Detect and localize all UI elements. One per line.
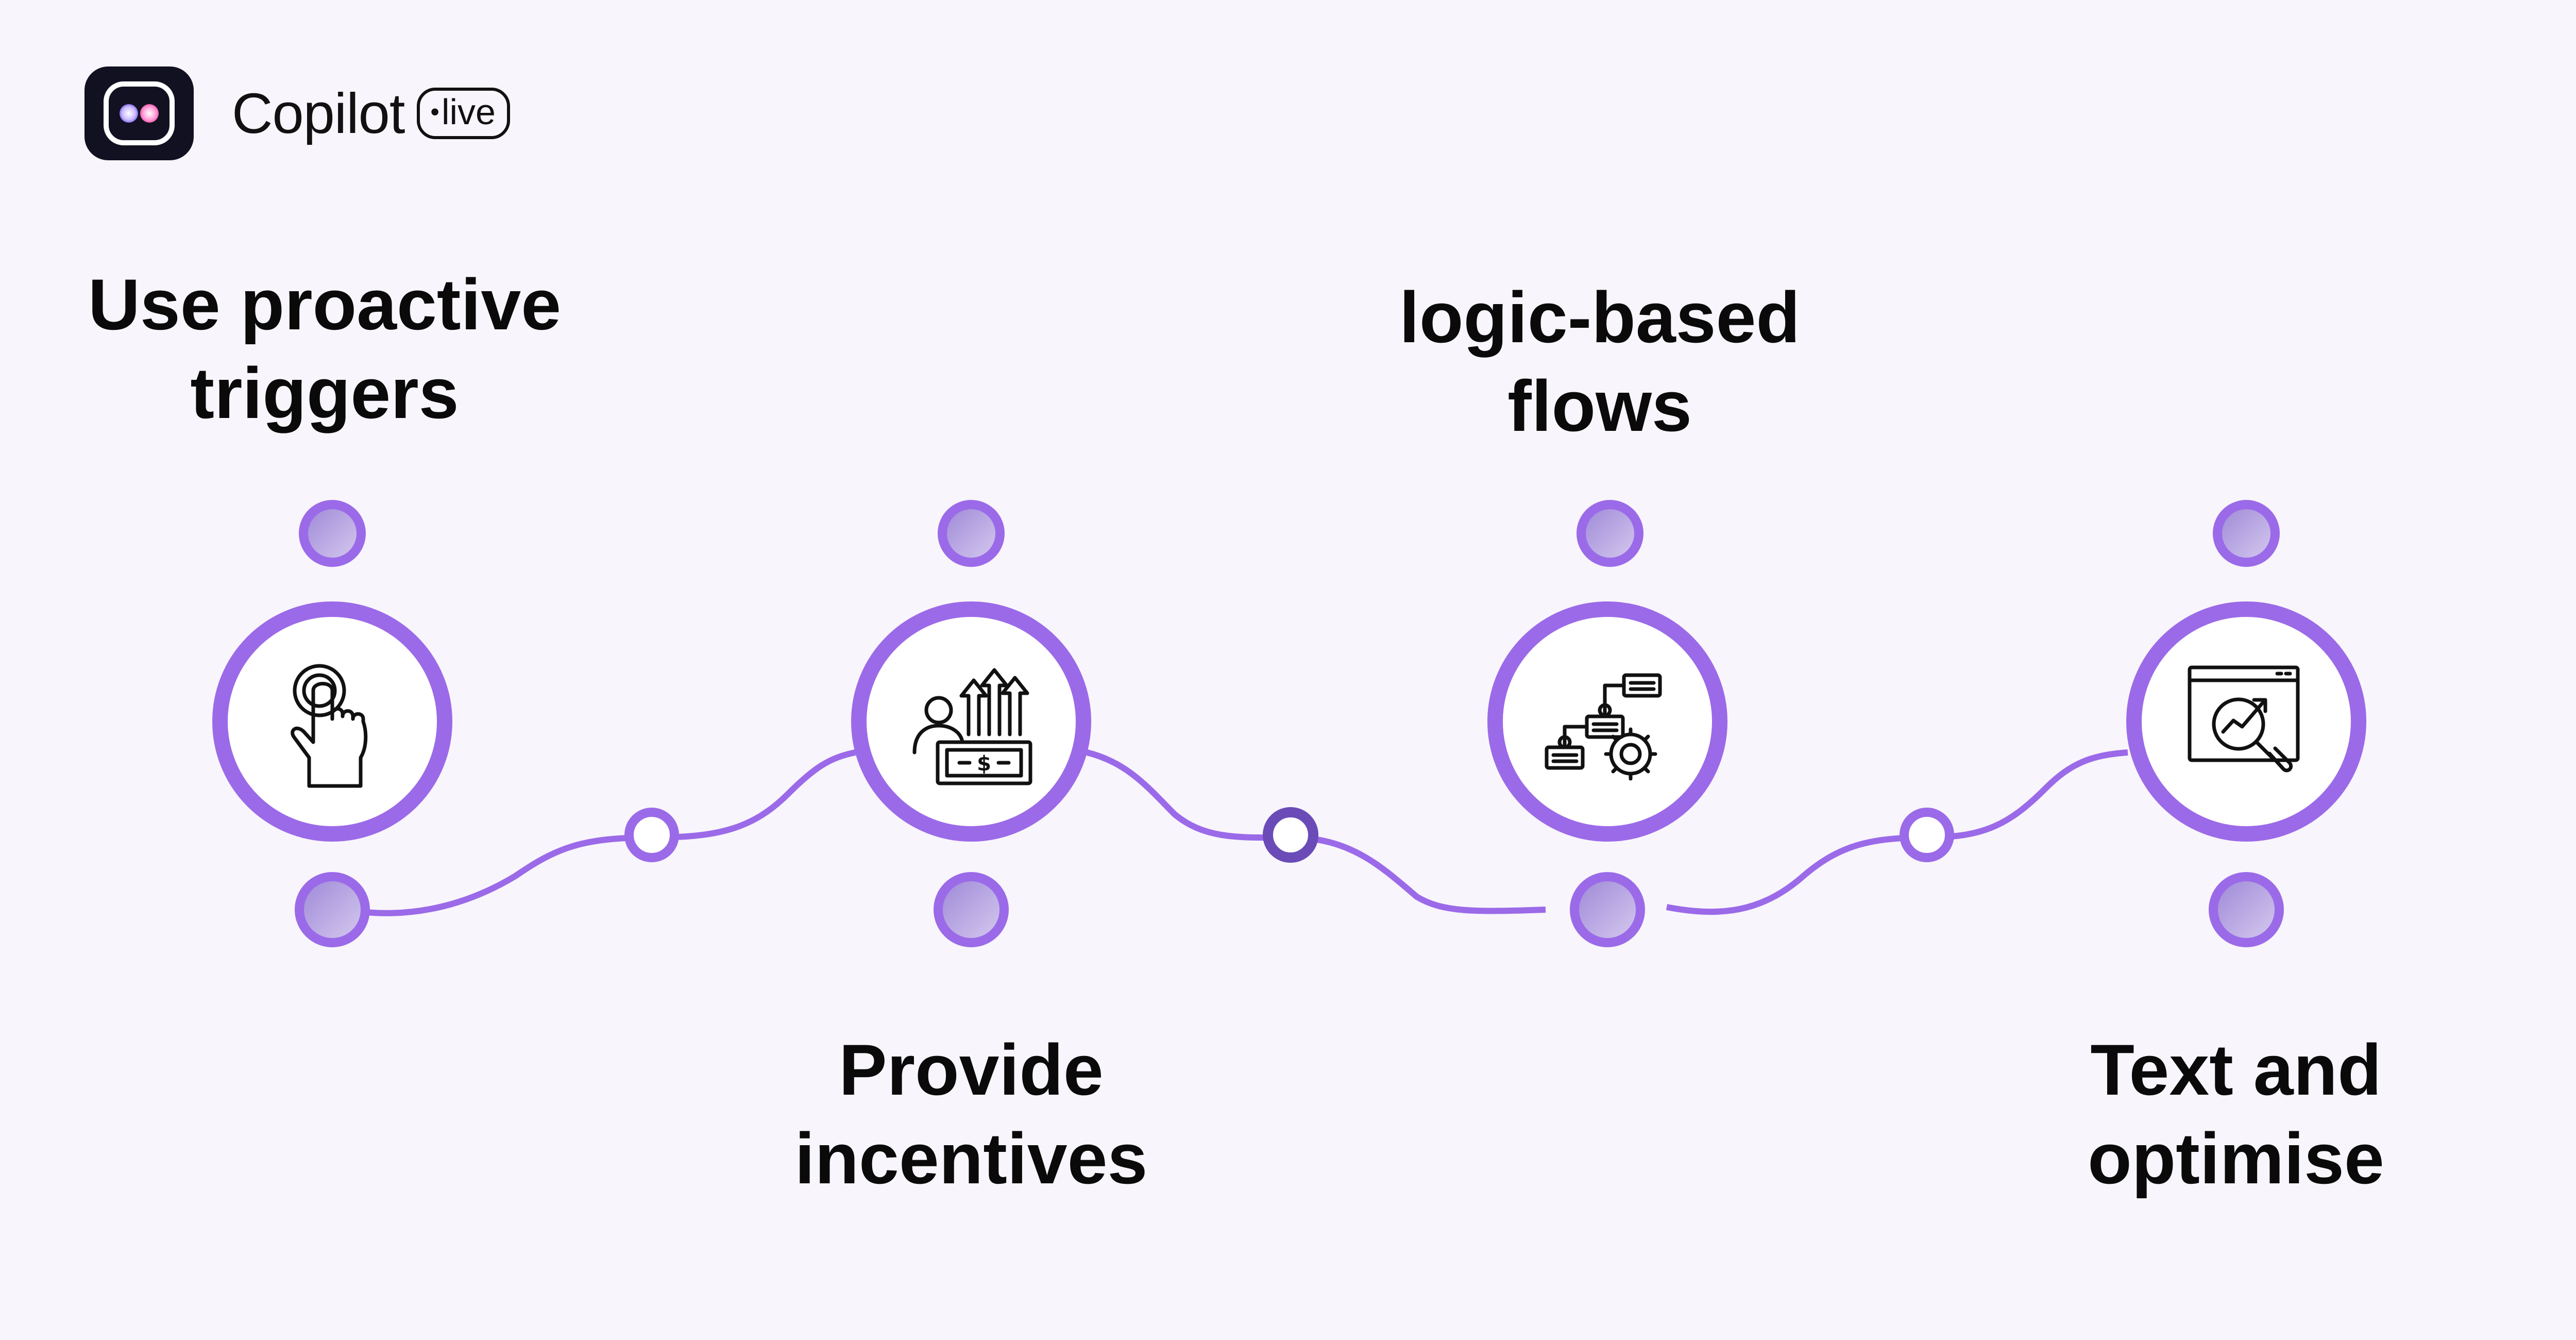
connector-node	[1900, 808, 1954, 862]
money-growth-icon: $	[912, 668, 1032, 785]
step-3-title: logic-based flows	[1316, 273, 1883, 450]
step-3-title-line1: logic-based	[1399, 277, 1800, 358]
step-1-title-line1: Use proactive	[88, 264, 562, 345]
step-1-title: Use proactive triggers	[41, 260, 608, 438]
step-4-title: Text and optimise	[1953, 1026, 2519, 1203]
step-2-title: Provide incentives	[688, 1026, 1255, 1203]
step-1-bottom-dot	[295, 872, 370, 947]
step-3-circle	[1487, 601, 1727, 842]
brand-logo: Copilot •live	[82, 64, 510, 162]
brand-badge: •live	[417, 88, 510, 139]
step-1-title-line2: triggers	[190, 353, 459, 433]
brand-badge-label: live	[441, 92, 496, 132]
connector-node	[624, 808, 679, 862]
copilot-logo-icon	[84, 66, 194, 160]
connector-wave	[1666, 749, 2128, 915]
flowchart-gear-icon	[1545, 673, 1662, 781]
step-4-bottom-dot	[2209, 872, 2284, 947]
step-4-title-line1: Text and	[2090, 1029, 2382, 1110]
step-4-title-line2: optimise	[2088, 1118, 2384, 1199]
brand-name: Copilot	[232, 81, 405, 145]
step-1-top-dot	[299, 500, 366, 567]
tap-hand-icon	[291, 664, 368, 788]
step-1-circle	[212, 601, 452, 842]
svg-text:$: $	[977, 752, 991, 776]
connector-node	[1263, 807, 1318, 863]
step-3-bottom-dot	[1570, 872, 1645, 947]
step-2-title-line1: Provide	[839, 1029, 1104, 1110]
step-2-bottom-dot	[934, 872, 1009, 947]
step-2-top-dot	[938, 500, 1005, 567]
step-2-title-line2: incentives	[794, 1118, 1148, 1199]
analytics-window-icon	[2188, 665, 2300, 773]
step-4-top-dot	[2213, 500, 2280, 567]
step-2-circle	[851, 601, 1091, 842]
step-3-top-dot	[1577, 500, 1643, 567]
step-3-title-line2: flows	[1507, 365, 1692, 446]
